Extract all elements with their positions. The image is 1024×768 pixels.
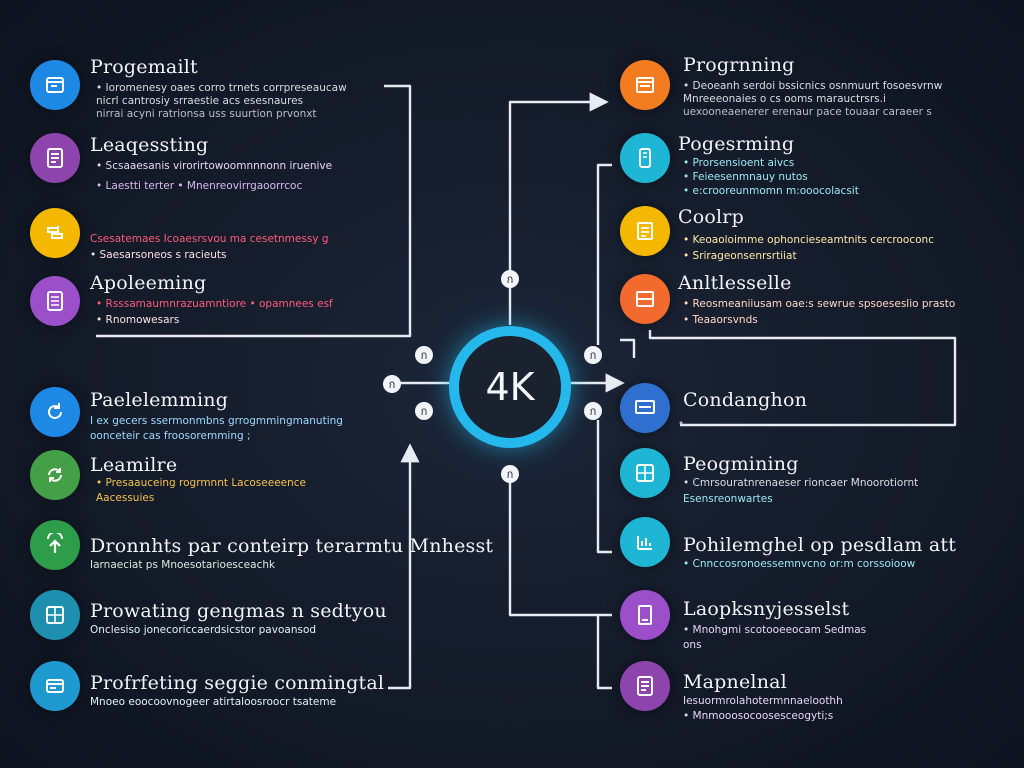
connector-bottom-left bbox=[388, 443, 420, 690]
junction-glyph: ก bbox=[589, 404, 597, 418]
connector-bottom-right bbox=[596, 615, 612, 690]
list-icon[interactable] bbox=[620, 206, 670, 256]
left-node-description: I ex gecers ssermonmbns grrogmmingmanuti… bbox=[90, 415, 343, 427]
right-node-description: Esensreonwartes bbox=[683, 493, 773, 505]
right-node-description: • Reosmeaniiusam oae:s sewrue spsoesesli… bbox=[683, 298, 956, 310]
right-node-description: Mnreeeonaies o cs ooms marauctrsrs.i bbox=[683, 93, 886, 105]
left-node-description: Mnoeo eoocoovnogeer atirtaloosroocr tsat… bbox=[90, 696, 337, 708]
left-node-description: oonceteir cas froosoremming ; bbox=[90, 430, 251, 442]
right-node-description: • Feieesenmnauy nutos bbox=[683, 171, 808, 183]
right-node-description: • Teaaorsvnds bbox=[683, 314, 758, 326]
left-node-description: • Saesarsoneos s racieuts bbox=[90, 249, 227, 261]
left-node-title: Prowating gengmas n sedtyou bbox=[90, 600, 387, 622]
book-icon[interactable] bbox=[620, 590, 670, 640]
left-node-description: nirrai acyni ratrionsa uss suurtion prvo… bbox=[96, 108, 317, 120]
left-node-description: Onclesiso jonecoriccaerdsicstor pavoanso… bbox=[90, 624, 317, 636]
right-node-description: • Keoaoloimme ophoncieseamtnits cercrooc… bbox=[683, 234, 934, 246]
connector-right-hook bbox=[620, 338, 636, 358]
right-node-description: • Cnnccosronoessemnvcno or:m corssoioow bbox=[683, 558, 916, 570]
junction-glyph: ก bbox=[506, 272, 514, 286]
window-icon[interactable] bbox=[620, 60, 670, 110]
connector-lower-right bbox=[596, 420, 612, 554]
right-node-title: Condanghon bbox=[683, 389, 808, 411]
browser-window-icon[interactable] bbox=[30, 60, 80, 110]
connector-top-center bbox=[508, 92, 609, 325]
right-node-title: Pohilemghel op pesdlam att bbox=[683, 534, 957, 556]
junction-dot: ก bbox=[415, 346, 433, 364]
right-node-title: Mapnelnal bbox=[683, 671, 787, 693]
document-list-icon[interactable] bbox=[30, 276, 80, 326]
stack-icon[interactable] bbox=[30, 208, 80, 258]
right-node-title: Laopksnyjesselst bbox=[683, 598, 850, 620]
right-node-description: • bbox=[678, 418, 685, 430]
document-icon[interactable] bbox=[620, 661, 670, 711]
monitor-icon[interactable] bbox=[620, 383, 670, 433]
right-node-description: • Prorsensioent aivcs bbox=[683, 157, 795, 169]
right-node-description: ons bbox=[683, 639, 702, 651]
junction-glyph: ก bbox=[420, 348, 428, 362]
right-node-title: Coolrp bbox=[678, 206, 744, 228]
upload-icon[interactable] bbox=[30, 520, 80, 570]
hub-label: 4K bbox=[485, 365, 535, 409]
left-node-title: Profrfeting seggie conmingtal bbox=[90, 672, 385, 694]
left-node-title: Paelelemming bbox=[90, 389, 229, 411]
left-node-description: • Rsssamaumnrazuamntiore • opamnees esf bbox=[96, 298, 333, 310]
junction-glyph: ก bbox=[388, 377, 396, 391]
right-node-description: Iesuormrolahotermnnaeloothh bbox=[683, 695, 843, 707]
left-node-description: Csesatemaes Icoaesrsvou ma cesetnmessy g bbox=[90, 233, 329, 245]
document-icon[interactable] bbox=[30, 133, 80, 183]
junction-dot: ก bbox=[383, 375, 401, 393]
left-node-description: • Presaauceing rogrmnnt Lacoseeeence bbox=[96, 477, 307, 489]
right-node-title: Peogmining bbox=[683, 453, 799, 475]
right-node-title: Progrnning bbox=[683, 54, 795, 76]
left-node-description: Aacessuies bbox=[96, 492, 155, 504]
central-hub[interactable]: 4K bbox=[449, 326, 571, 448]
connector-top-left bbox=[96, 84, 412, 338]
phone-icon[interactable] bbox=[620, 133, 670, 183]
junction-dot: ก bbox=[584, 346, 602, 364]
right-node-description: • Mnohgmi scotooeeocam Sedmas bbox=[683, 624, 867, 636]
left-node-title: Progemailt bbox=[90, 56, 198, 78]
junction-glyph: ก bbox=[420, 404, 428, 418]
right-node-description: uexooneaenerer erenaur pace touaar carae… bbox=[683, 106, 932, 118]
panel-icon[interactable] bbox=[620, 274, 670, 324]
right-node-title: Anltlesselle bbox=[678, 272, 792, 294]
left-node-description: • Laestti terter • Mnenreovirrgaoorrcoc bbox=[96, 180, 303, 192]
connector-right-loop bbox=[648, 330, 957, 427]
chart-icon[interactable] bbox=[620, 517, 670, 567]
right-node-description: • Cmrsouratnrenaeser rioncaer Mnoorotior… bbox=[683, 477, 919, 489]
junction-dot: ก bbox=[501, 465, 519, 483]
junction-dot: ก bbox=[501, 270, 519, 288]
left-node-title: Dronnhts par conteirp terarmtu Mnhesst bbox=[90, 535, 494, 557]
left-node-description: Iarnaeciat ps Mnoesotarioesceachk bbox=[90, 559, 276, 571]
junction-glyph: ก bbox=[506, 467, 514, 481]
junction-dot: ก bbox=[415, 402, 433, 420]
left-node-title: Apoleeming bbox=[90, 272, 207, 294]
left-node-description: • Rnomowesars bbox=[96, 314, 180, 326]
right-node-description: • Mnmooosocoosesceogyti;s bbox=[683, 710, 834, 722]
grid-icon[interactable] bbox=[620, 448, 670, 498]
refresh-icon[interactable] bbox=[30, 387, 80, 437]
left-node-title: Leaqessting bbox=[90, 134, 209, 156]
connector-bottom-center bbox=[508, 475, 612, 617]
connector-upper-right bbox=[596, 163, 612, 345]
left-node-title: Leamilre bbox=[90, 454, 178, 476]
left-node-description: nicrl cantrosiy srraestie acs esesnaures bbox=[96, 95, 304, 107]
sync-icon[interactable] bbox=[30, 450, 80, 500]
junction-dot: ก bbox=[584, 402, 602, 420]
right-node-description: • Srirageonsenrsrtiiat bbox=[683, 250, 797, 262]
left-node-description: • Scsaaesanis virorirtowoomnnnonn irueni… bbox=[96, 160, 333, 172]
right-node-description: • e:crooreunmomn m:ooocolacsit bbox=[683, 185, 859, 197]
right-node-description: • Deoeanh serdoi bssicnics osnmuurt foso… bbox=[683, 80, 943, 92]
card-icon[interactable] bbox=[30, 661, 80, 711]
grid-icon[interactable] bbox=[30, 590, 80, 640]
junction-glyph: ก bbox=[589, 348, 597, 362]
left-node-description: • Ioromenesy oaes corro trnets corrprese… bbox=[96, 82, 347, 94]
right-node-title: Pogesrming bbox=[678, 133, 795, 155]
